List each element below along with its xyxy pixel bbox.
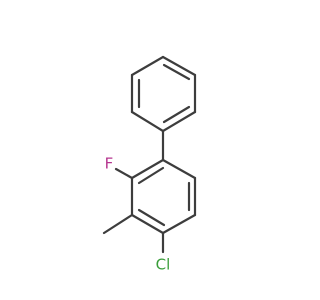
molecule-diagram: F Cl — [102, 55, 197, 274]
bond — [161, 213, 197, 235]
double-bond-inner — [162, 63, 191, 81]
bond — [130, 158, 165, 180]
double-bond-inner — [137, 208, 166, 227]
fluorine-atom-label: F — [105, 155, 114, 173]
fluorine-bond — [114, 167, 134, 180]
chlorine-atom-label: Cl — [156, 256, 171, 274]
substituted-ring — [130, 158, 197, 235]
bond — [130, 110, 165, 133]
bond — [161, 55, 197, 77]
structure-canvas: F Cl — [102, 55, 197, 274]
double-bond-inner — [137, 166, 165, 185]
bond — [161, 158, 197, 180]
methyl-bond — [102, 213, 134, 235]
bond — [130, 55, 165, 77]
bond — [130, 213, 165, 235]
phenyl-ring — [130, 55, 197, 133]
bond — [161, 110, 197, 133]
double-bond-inner — [162, 105, 191, 124]
